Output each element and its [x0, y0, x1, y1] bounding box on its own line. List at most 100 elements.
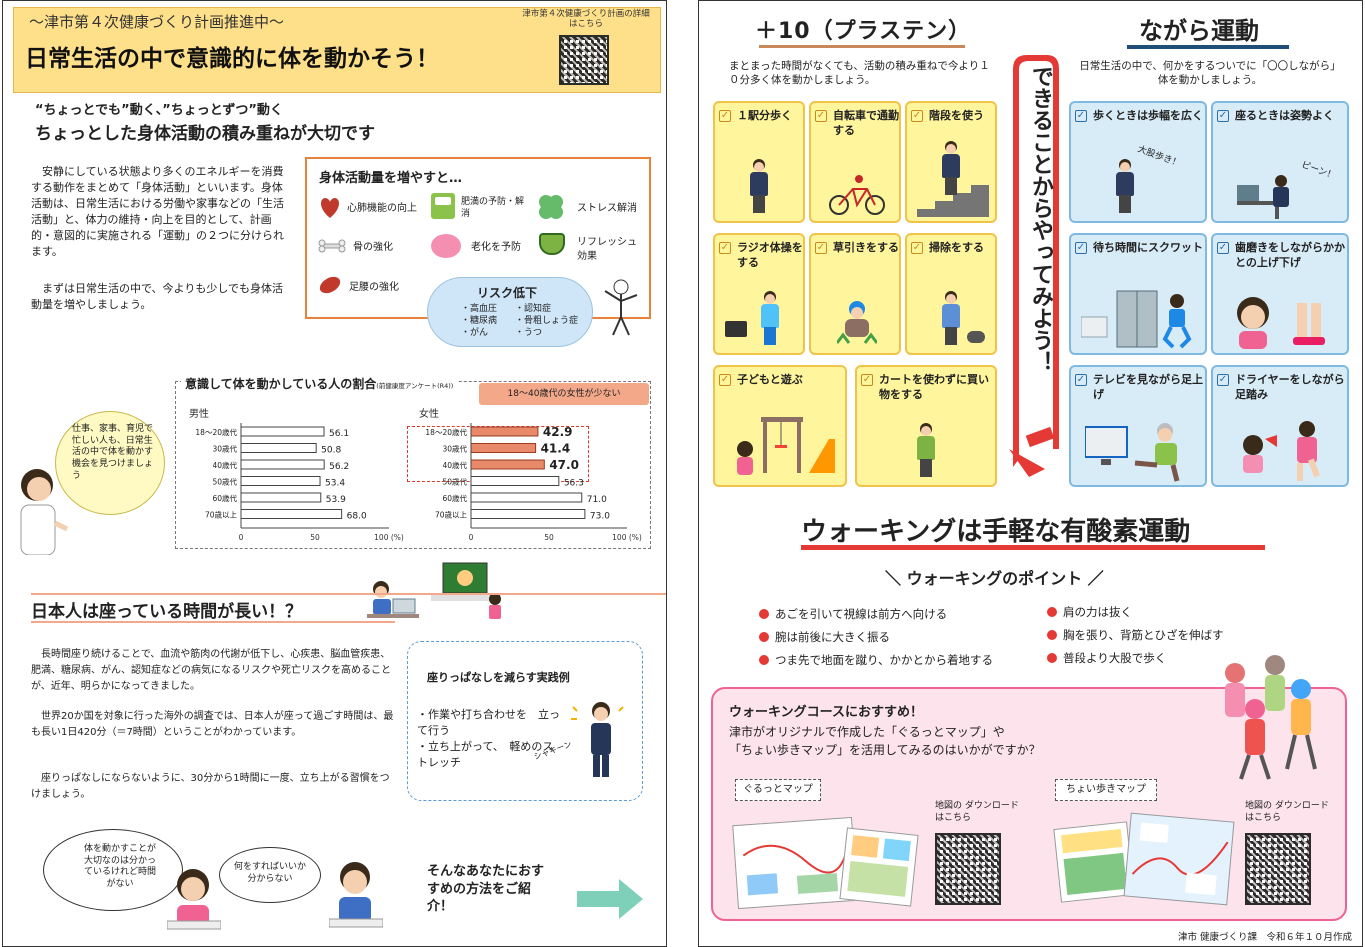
choiarukimap-thumbnail[interactable] [1123, 812, 1235, 906]
exercising-person-illustration [757, 291, 783, 345]
qr-code-icon[interactable] [559, 35, 609, 85]
footer: 津市 健康づくり課 令和６年１０月作成 [1177, 932, 1352, 943]
nagara-title: ながら運動 [1139, 17, 1259, 45]
chart-value-label: 56.1 [329, 429, 349, 439]
risk-item: ・骨粗しょう症 [515, 316, 579, 326]
desk-sitting-illustration [1237, 175, 1297, 219]
activity-card: ✓ラジオ体操をする [713, 233, 805, 355]
bone-icon [317, 238, 347, 253]
guruttomap-thumbnail[interactable] [732, 816, 858, 910]
speech-bubble: 仕事、家事、育児で忙しい人も、日常生活の中で体を動かす機会を見つけましょう [55, 411, 165, 515]
stretching-person-illustration [601, 277, 641, 337]
intro-paragraph: 安静にしている状態より多くのエネルギーを消費する動作をまとめて「身体活動」といい… [31, 165, 284, 258]
page-title: 日常生活の中で意識的に体を動かそう！ [25, 46, 439, 72]
chart-bar [240, 492, 322, 503]
chart-value-label: 73.0 [590, 512, 610, 522]
check-icon: ✓ [1075, 242, 1087, 254]
chart-value-label: 71.0 [587, 495, 607, 505]
benefit-item: ストレス解消 [577, 203, 637, 214]
chart-tick-label: 0 [239, 533, 244, 542]
weeding-person-illustration [835, 301, 879, 345]
risk-item: ・糖尿病 [461, 316, 498, 326]
check-icon: ✓ [815, 242, 827, 254]
chart-category-label: 70歳以上 [435, 510, 468, 520]
map-label: ちょい歩きマップ [1055, 779, 1157, 801]
tea-cup-icon [539, 233, 565, 255]
confused-man-illustration [328, 857, 384, 933]
check-icon: ✓ [911, 110, 923, 122]
arrow-right-icon [575, 877, 645, 921]
chart-category-label: 70歳以上 [205, 510, 238, 520]
benefit-item: 老化を予防 [471, 242, 521, 253]
sitting-heading: 日本人は座っている時間が長い！？ [31, 602, 303, 622]
check-icon: ✓ [719, 374, 731, 386]
chart-value-label: 56.2 [329, 462, 349, 472]
chart-bar [240, 509, 343, 519]
muscle-icon [317, 273, 343, 297]
heading-underline [31, 621, 395, 623]
right-page: ＋10（プラステン） まとまった時間がなくても、活動の積み重ねで今より１０分多く… [698, 0, 1363, 947]
card-label: 草引きをする [833, 241, 899, 254]
activity-card: ✓歯磨きをしながらかかとの上げ下げ [1211, 233, 1349, 355]
call-to-action-text: そんなあなたにおすすめの方法をご紹介！ [427, 864, 545, 915]
choiarukimap-thumbnail[interactable] [1053, 821, 1135, 903]
benefit-item: 骨の強化 [353, 242, 393, 253]
practice-item: ・立ち上がって、 軽めのストレッチ [417, 740, 554, 769]
guruttomap-thumbnail[interactable] [839, 827, 919, 907]
benefit-item: リフレッシュ効果 [577, 237, 637, 262]
chart-category-label: 60歳代 [442, 493, 467, 503]
standing-man-illustration [569, 699, 629, 781]
check-icon: ✓ [1217, 374, 1229, 386]
brain-icon [431, 234, 461, 258]
activity-card: ✓待ち時間にスクワット [1069, 233, 1207, 355]
course-description-2: 「ちょい歩きマップ」を活用してみるのはいかがですか？ [729, 743, 1041, 757]
benefit-item: 肥満の予防・解消 [461, 197, 525, 219]
chart-tick-label: 0 [469, 533, 474, 542]
check-icon: ✓ [815, 110, 827, 122]
tagline: “ちょっとでも”動く、”ちょっとずつ”動く [35, 103, 283, 118]
hairdryer-illustration [1233, 419, 1333, 483]
risk-item: ・認知症 [515, 304, 552, 314]
chart-value-label: 41.4 [541, 442, 571, 456]
chart-category-label: 18～20歳代 [195, 427, 237, 437]
benefit-item: 心肺機能の向上 [347, 203, 417, 214]
qr-caption: 津市第４次健康づくり計画の詳細はこちら [522, 9, 650, 30]
activity-card: ✓ドライヤーをしながら足踏み [1211, 365, 1349, 487]
card-label: 座るときは姿勢よく [1235, 109, 1334, 122]
walking-point: 肩の力は抜く [1047, 605, 1132, 621]
chart-callout: 18～40歳代の女性が少ない [479, 383, 649, 405]
chart-value-label: 56.3 [564, 479, 584, 489]
risk-item: ・高血圧 [461, 304, 498, 314]
activity-card: ✓歩くときは歩幅を広く大股歩き！ [1069, 101, 1207, 223]
check-icon: ✓ [719, 242, 731, 254]
check-icon: ✓ [861, 374, 873, 386]
qr-code-icon[interactable] [1245, 833, 1311, 905]
chart-bar [240, 426, 325, 437]
qr-code-icon[interactable] [935, 833, 1001, 905]
map-label: ぐるっとマップ [735, 779, 821, 801]
risk-cloud [427, 277, 593, 347]
card-label: 掃除をする [929, 241, 984, 254]
chart-category-label: 40歳代 [442, 460, 467, 470]
plus10-underline [759, 45, 965, 48]
sound-effect: 大股歩き！ [1136, 144, 1182, 170]
radio-icon [725, 321, 747, 337]
thought-bubble: 体を動かすことが大切なのは分かっているけれど時間がない [43, 829, 183, 911]
chart-title: 意識して体を動かしている人の割合(前健康度アンケート(R4)) [181, 375, 458, 392]
chart-bar [470, 476, 560, 486]
activity-card: ✓カートを使わずに買い物をする [855, 365, 997, 487]
activity-card: ✓掃除をする [905, 233, 997, 355]
playground-illustration [723, 409, 841, 481]
chart-panel-title: 女性 [419, 407, 439, 420]
walking-underline [801, 545, 1265, 550]
check-icon: ✓ [1075, 374, 1087, 386]
check-icon: ✓ [1217, 110, 1229, 122]
activity-card: ✓座るときは姿勢よくピーン！ [1211, 101, 1349, 223]
banner-text: できることからやってみよう！ [1028, 65, 1053, 373]
card-label: 歯磨きをしながらかかとの上げ下げ [1235, 241, 1345, 269]
elevator-squat-illustration [1080, 287, 1199, 349]
chart-bar [470, 492, 583, 503]
activity-card: ✓子どもと遊ぶ [713, 365, 847, 487]
chart-category-label: 50歳代 [212, 477, 237, 487]
